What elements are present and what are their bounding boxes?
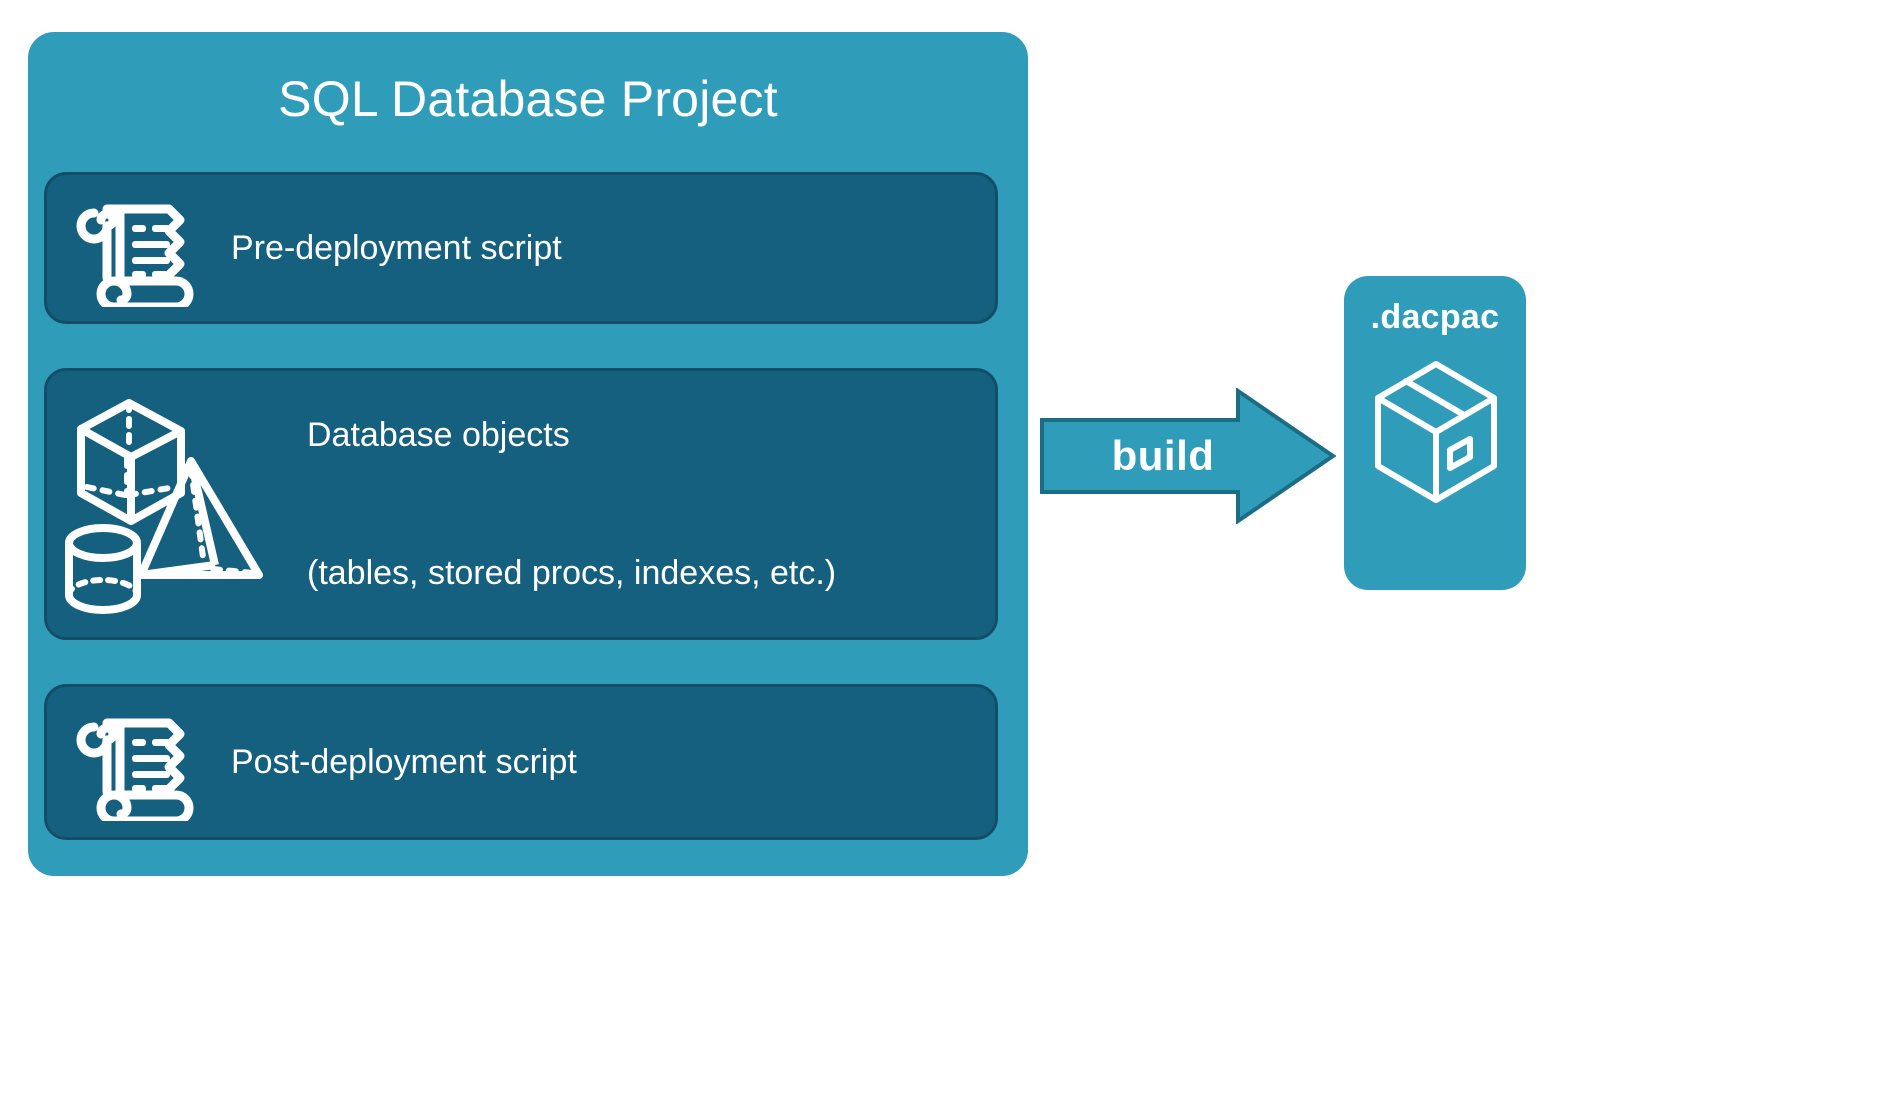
- database-objects-icons: [61, 389, 293, 619]
- panel-pre-deployment[interactable]: Pre-deployment script: [44, 172, 998, 324]
- scroll-icon: [61, 189, 211, 307]
- pre-deployment-label: Pre-deployment script: [231, 229, 562, 267]
- database-objects-label-line-2: (tables, stored procs, indexes, etc.): [307, 554, 837, 592]
- project-title: SQL Database Project: [278, 71, 778, 127]
- database-objects-label-line-1: Database objects: [307, 416, 570, 454]
- scroll-icon: [61, 703, 211, 821]
- dacpac-title: .dacpac: [1370, 298, 1500, 336]
- sql-database-project-card: SQL Database Project: [28, 32, 1028, 876]
- package-box-icon: [1375, 361, 1497, 503]
- dacpac-card[interactable]: .dacpac: [1344, 276, 1526, 590]
- right-arrow-icon: [1040, 388, 1336, 524]
- post-deployment-label: Post-deployment script: [231, 743, 577, 781]
- panel-database-objects[interactable]: Database objects (tables, stored procs, …: [44, 368, 998, 640]
- panel-post-deployment[interactable]: Post-deployment script: [44, 684, 998, 840]
- database-objects-label: Database objects (tables, stored procs, …: [307, 320, 836, 688]
